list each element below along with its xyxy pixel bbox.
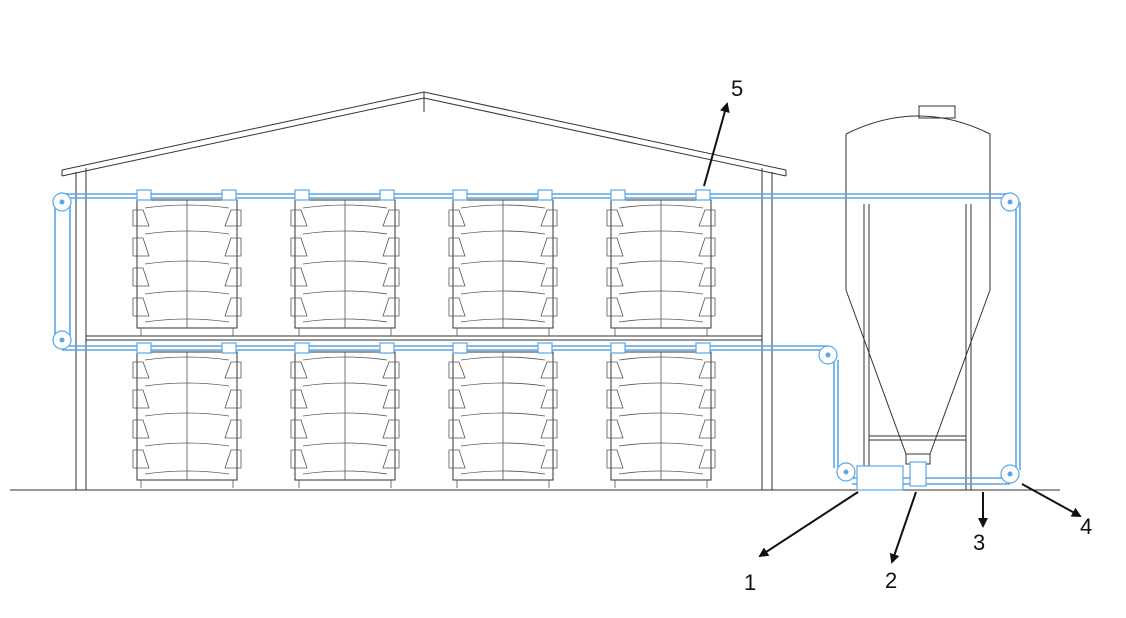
callout-label-5: 5 bbox=[731, 76, 743, 101]
feed-conveyor-loop bbox=[52, 189, 1021, 491]
callout-label-1: 1 bbox=[744, 570, 756, 595]
drive-motor bbox=[856, 465, 904, 491]
cages-lower-row bbox=[132, 351, 716, 489]
callout-arrow-4 bbox=[1021, 483, 1082, 517]
feed-silo bbox=[845, 105, 991, 490]
barn-building bbox=[61, 91, 787, 490]
callout-arrow-5 bbox=[703, 102, 730, 187]
callout-arrow-1 bbox=[758, 491, 859, 558]
callout-label-2: 2 bbox=[885, 568, 897, 593]
cages-upper-row bbox=[132, 199, 716, 337]
callout-arrows bbox=[703, 102, 1082, 564]
callout-label-3: 3 bbox=[973, 530, 985, 555]
callout-arrow-2 bbox=[889, 491, 917, 564]
callout-label-4: 4 bbox=[1080, 514, 1092, 539]
